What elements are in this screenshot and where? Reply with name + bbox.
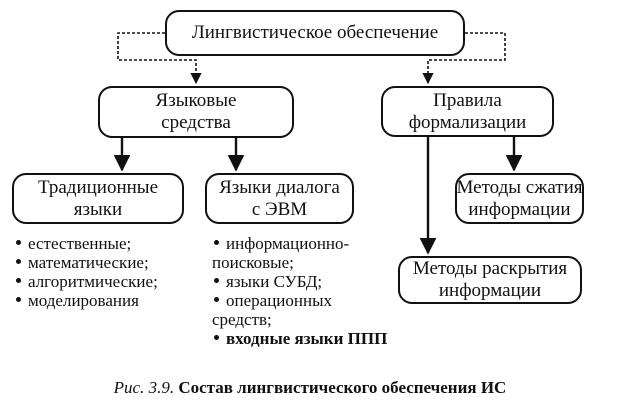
bullet-icon (16, 259, 21, 264)
dialog-list-item-text: информационно- (226, 234, 350, 253)
node-traditional-languages-line-1: Традиционные (37, 176, 159, 198)
dialog-list-item: языки СУБД; (212, 272, 387, 291)
node-disclosure-methods-line-2: информации (438, 280, 542, 301)
traditional-list-item: моделирования (14, 291, 158, 310)
bullet-icon (214, 278, 219, 283)
traditional-list-item-text: математические; (28, 253, 149, 272)
dialog-list-item-text: средств; (212, 310, 272, 329)
dialog-list-item: входные языки ППП (212, 329, 387, 348)
bullet-icon (214, 297, 219, 302)
caption-figure-label: Рис. 3.9. (113, 378, 175, 397)
traditional-languages-list: естественные;математические;алгоритмичес… (14, 234, 158, 310)
node-disclosure-methods: Методы раскрытия информации (398, 256, 582, 304)
figure-caption: Рис. 3.9. Состав лингвистического обеспе… (0, 378, 620, 398)
bullet-icon (214, 240, 219, 245)
dialog-list-item-text: операционных (226, 291, 333, 310)
bullet-icon (214, 335, 219, 340)
bullet-icon (16, 297, 21, 302)
dialog-list-item-text: входные языки ППП (226, 329, 388, 348)
node-language-means-line-1: Языковые (155, 90, 237, 111)
node-traditional-languages-line-2: языки (73, 198, 123, 220)
bullet-icon (16, 240, 21, 245)
traditional-list-item: математические; (14, 253, 158, 272)
node-linguistic-support-line-1: Лингвистическое обеспечение (191, 22, 439, 43)
traditional-list-item: алгоритмические; (14, 272, 158, 291)
connector-root-right (422, 32, 506, 85)
dialog-list-item: поисковые; (212, 253, 387, 272)
node-dialog-languages-line-2: с ЭВМ (251, 198, 308, 220)
node-compression-methods: Методы сжатия информации (455, 173, 584, 224)
node-compression-methods-line-1: Методы сжатия (456, 176, 583, 198)
node-formalization-rules: Правила формализации (381, 86, 554, 137)
traditional-list-item: естественные; (14, 234, 158, 253)
node-language-means-line-2: средства (161, 112, 231, 133)
dialog-list-item: средств; (212, 310, 387, 329)
bullet-icon (16, 278, 21, 283)
node-disclosure-methods-line-1: Методы раскрытия (412, 258, 568, 279)
connector-root-left (117, 32, 202, 85)
node-traditional-languages: Традиционные языки (12, 173, 184, 224)
node-formalization-rules-line-1: Правила (433, 89, 502, 111)
node-compression-methods-line-2: информации (468, 198, 571, 220)
dialog-languages-list: информационно-поисковые;языки СУБД;опера… (212, 234, 387, 348)
traditional-list-item-text: естественные; (28, 234, 132, 253)
dialog-list-item-text: языки СУБД; (226, 272, 323, 291)
traditional-list-item-text: моделирования (28, 291, 139, 310)
node-formalization-rules-line-2: формализации (408, 111, 527, 133)
node-linguistic-support: Лингвистическое обеспечение (165, 10, 465, 56)
node-language-means: Языковые средства (98, 86, 294, 138)
dialog-list-item: операционных (212, 291, 387, 310)
node-dialog-languages-line-1: Языки диалога (219, 176, 340, 198)
dialog-list-item-text: поисковые; (212, 253, 294, 272)
traditional-list-item-text: алгоритмические; (28, 272, 158, 291)
caption-title: Состав лингвистического обеспечения ИС (178, 378, 507, 397)
node-dialog-languages: Языки диалога с ЭВМ (205, 173, 354, 224)
dialog-list-item: информационно- (212, 234, 387, 253)
